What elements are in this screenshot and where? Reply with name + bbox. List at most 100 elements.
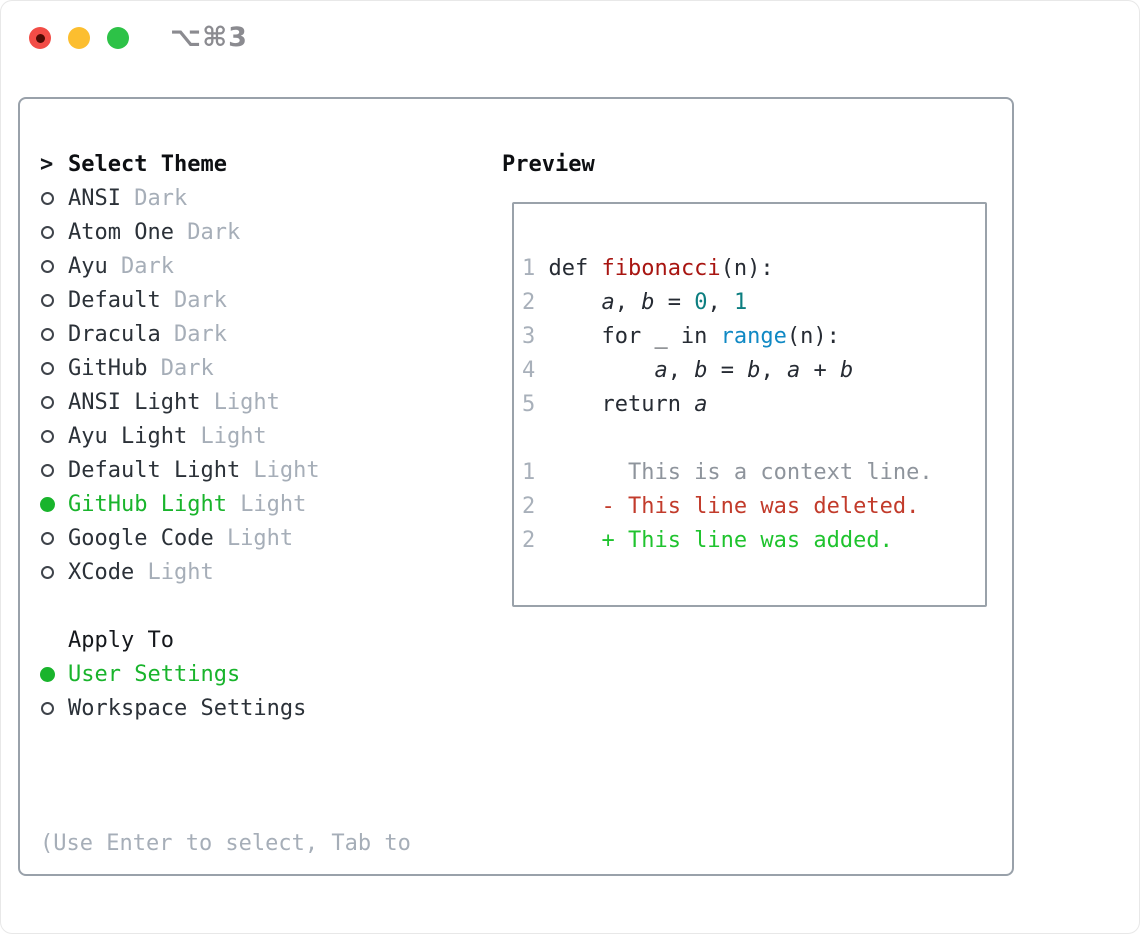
theme-option[interactable]: ANSI Light Light: [40, 385, 490, 419]
code-line: 5 return a: [522, 388, 985, 422]
radio-icon: [41, 293, 54, 307]
apply-to-header: Apply To: [40, 623, 490, 657]
line-number: 2: [522, 290, 549, 315]
radio-marker: [40, 327, 68, 341]
code-segment: ,: [760, 358, 787, 383]
code-segment: b: [694, 358, 708, 383]
close-button[interactable]: [29, 27, 51, 49]
section-gap: [40, 589, 490, 623]
code-segment: =: [654, 290, 695, 315]
variant-label: Dark: [173, 321, 227, 347]
preview-label: Preview: [502, 151, 595, 177]
variant-label: Light: [226, 525, 294, 551]
line-number: 2: [522, 528, 549, 553]
select-theme-header: > Select Theme: [40, 147, 490, 181]
option-label: Default Light: [68, 457, 241, 483]
variant-label: Light: [200, 423, 267, 449]
code-segment: fibonacci: [601, 256, 721, 281]
radio-icon: [41, 191, 54, 205]
line-number: 3: [522, 324, 549, 349]
code-segment: for _ in: [548, 324, 721, 349]
minimize-button[interactable]: [68, 27, 90, 49]
code-line: 2 - This line was deleted.: [522, 490, 985, 524]
variant-label: Dark: [134, 185, 188, 211]
hint-text: (Use Enter to select, Tab to change focu…: [40, 759, 490, 934]
radio-marker: [40, 395, 68, 409]
code-segment: (n):: [786, 324, 840, 349]
code-segment: b: [641, 290, 655, 315]
code-segment: =: [707, 358, 748, 383]
close-dot-icon: [35, 33, 45, 43]
radio-marker: [40, 565, 68, 579]
radio-marker: [40, 293, 68, 307]
radio-marker: [40, 225, 68, 239]
option-label: Atom One: [68, 219, 174, 245]
hint-line-1: (Use Enter to select, Tab to: [40, 831, 411, 856]
radio-icon: [41, 565, 54, 579]
code-line: 4 a, b = b, a + b: [522, 354, 985, 388]
code-segment: [548, 290, 601, 315]
line-number: 1: [522, 460, 549, 485]
option-label: XCode: [68, 559, 135, 585]
section-gap: [40, 725, 490, 759]
radio-marker: [40, 463, 68, 477]
radio-selected-icon: [40, 666, 55, 682]
radio-marker: [40, 701, 68, 715]
code-segment: b: [839, 358, 854, 383]
maximize-button[interactable]: [107, 27, 129, 49]
code-segment: ,: [667, 358, 695, 383]
option-label: ANSI Light: [68, 389, 201, 415]
code-segment: ,: [707, 290, 734, 315]
radio-marker: [40, 531, 68, 545]
line-number: 2: [522, 494, 549, 519]
radio-icon: [41, 429, 54, 443]
apply-option[interactable]: User Settings: [40, 657, 490, 691]
radio-marker: [40, 191, 68, 205]
code-segment: a: [601, 290, 615, 315]
code-segment: 0: [694, 290, 708, 315]
theme-option[interactable]: Default Light Light: [40, 453, 490, 487]
code-line: 2 a, b = 0, 1: [522, 286, 985, 320]
code-line: 2 + This line was added.: [522, 524, 985, 558]
code-segment: a: [694, 392, 708, 417]
option-label: GitHub: [68, 355, 148, 381]
option-label: Google Code: [68, 525, 214, 551]
variant-label: Light: [147, 559, 214, 585]
code-segment: ,: [614, 290, 642, 315]
variant-label: Light: [253, 457, 320, 483]
code-segment: a: [786, 358, 801, 383]
theme-option[interactable]: XCode Light: [40, 555, 490, 589]
theme-option[interactable]: Ayu Light Light: [40, 419, 490, 453]
code-segment: +: [800, 358, 840, 383]
option-label: Ayu: [68, 253, 108, 279]
line-number: 5: [522, 392, 549, 417]
titlebar: ⌥⌘3: [0, 0, 1140, 97]
radio-icon: [41, 361, 54, 375]
code-segment: + This line was added.: [548, 528, 893, 553]
code-segment: 1: [733, 290, 748, 315]
theme-option[interactable]: Google Code Light: [40, 521, 490, 555]
option-label: Ayu Light: [68, 423, 188, 449]
variant-label: Light: [240, 491, 307, 517]
variant-label: Light: [213, 389, 280, 415]
line-number: 1: [522, 256, 549, 281]
code-segment: b: [747, 358, 761, 383]
code-segment: - This line was deleted.: [548, 494, 920, 519]
code-segment: range: [720, 324, 787, 349]
code-line: 3 for _ in range(n):: [522, 320, 985, 354]
window-title: ⌥⌘3: [170, 22, 248, 53]
select-theme-label: Select Theme: [68, 151, 227, 177]
apply-option[interactable]: Workspace Settings: [40, 691, 490, 725]
option-label: Workspace Settings: [68, 695, 307, 721]
radio-icon: [41, 225, 54, 239]
radio-selected-icon: [40, 496, 55, 512]
code-segment: (n):: [720, 256, 774, 281]
